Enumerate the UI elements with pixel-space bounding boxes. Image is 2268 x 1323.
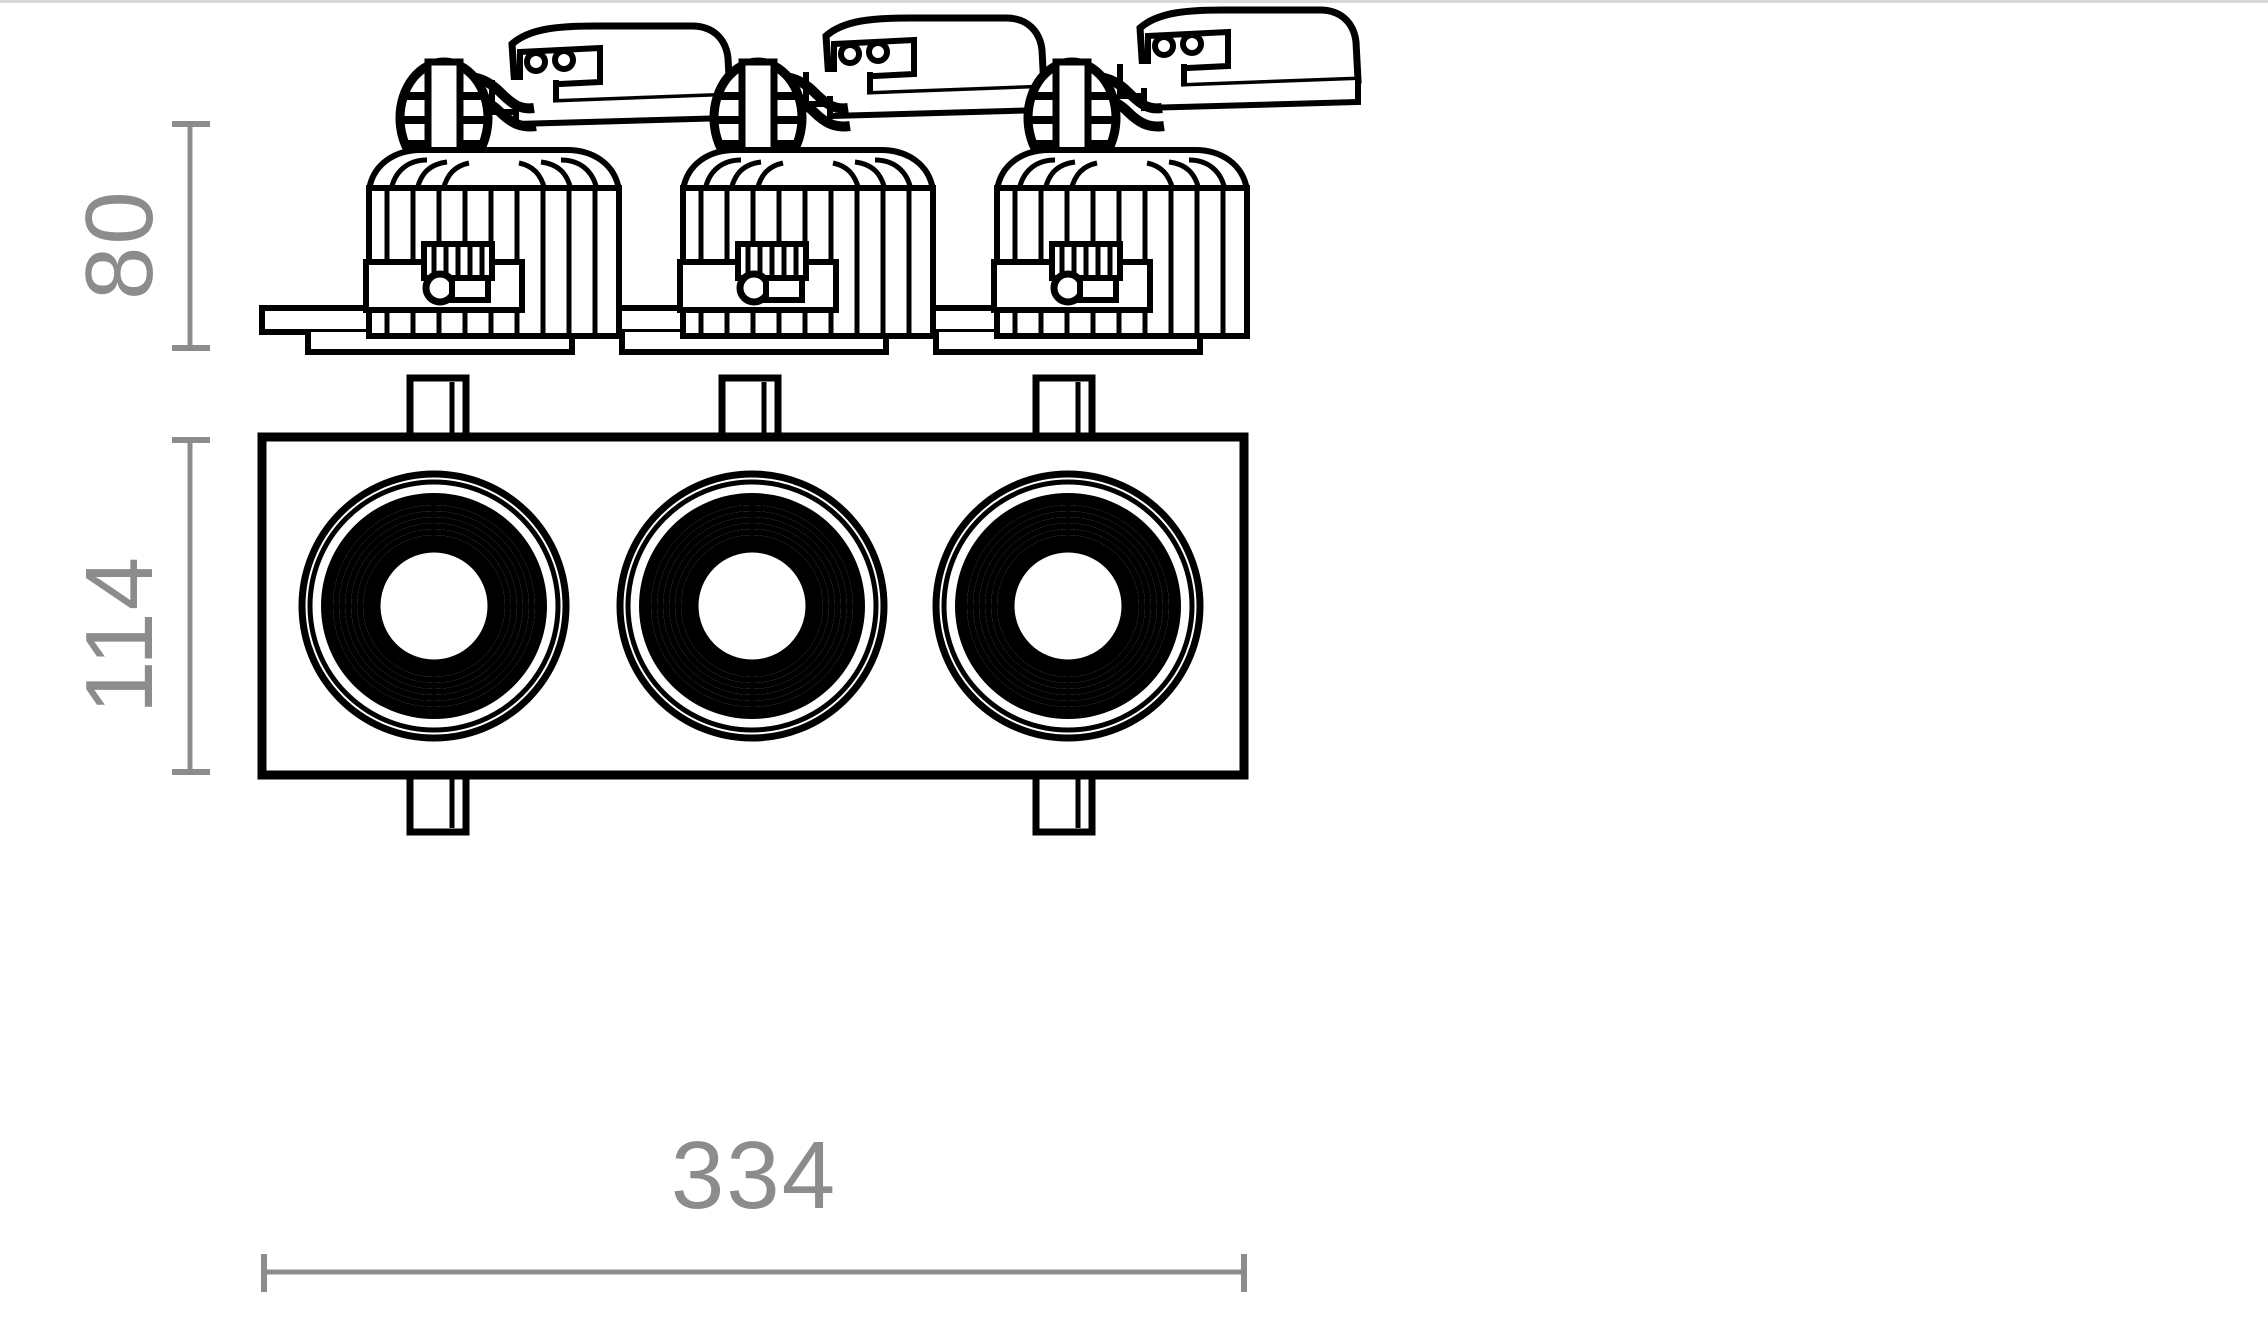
spring-clip-top-1 xyxy=(406,374,470,438)
dimension-114 xyxy=(172,437,210,775)
spring-clip-top-2 xyxy=(718,374,782,438)
reflector-lens-3 xyxy=(932,470,1204,742)
heatsink-dome-2 xyxy=(683,150,933,190)
reflector-lens-1 xyxy=(298,470,570,742)
dimension-label-80: 80 xyxy=(66,189,173,300)
dimension-334 xyxy=(261,1254,1247,1292)
led-driver-box-1 xyxy=(489,22,734,128)
locking-screw-1 xyxy=(421,241,495,306)
dimension-label-114: 114 xyxy=(66,555,173,714)
page-top-border xyxy=(0,0,2268,3)
reflector-lens-2 xyxy=(616,470,888,742)
dimension-80 xyxy=(172,121,210,351)
spring-clip-bottom-1 xyxy=(406,772,470,836)
lamp-assembly-2 xyxy=(677,14,1048,336)
side-elevation-view xyxy=(259,6,1362,355)
spring-clip-bottom-2 xyxy=(1032,772,1096,836)
locking-screw-3 xyxy=(1049,241,1123,306)
led-driver-box-2 xyxy=(803,14,1048,120)
front-plan-view xyxy=(257,374,1249,836)
dimension-label-334: 334 xyxy=(671,1122,837,1229)
lamp-assembly-1 xyxy=(363,22,734,336)
locking-screw-2 xyxy=(735,241,809,306)
heatsink-dome-3 xyxy=(997,150,1247,190)
heatsink-dome-1 xyxy=(369,150,619,190)
lamp-assembly-3 xyxy=(991,6,1362,336)
led-driver-box-3 xyxy=(1117,6,1362,112)
spring-clip-top-3 xyxy=(1032,374,1096,438)
